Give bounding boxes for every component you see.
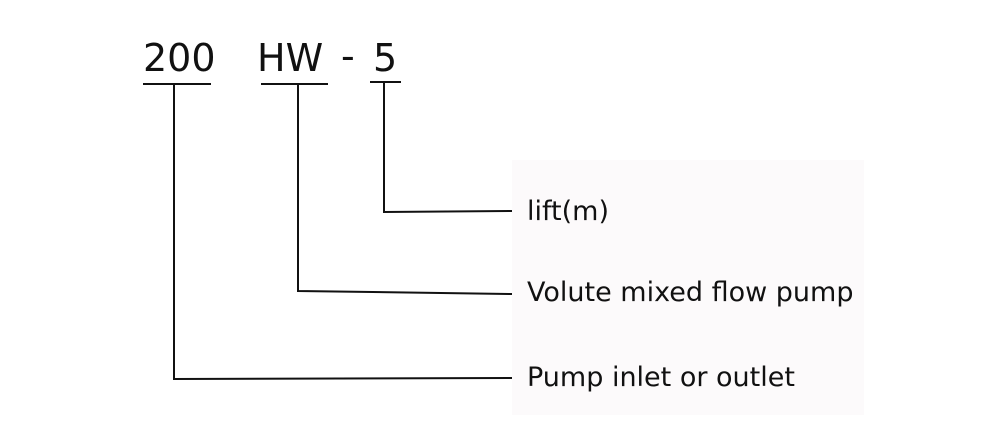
model-code-separator: - — [341, 34, 355, 78]
label-volute-pump: Volute mixed flow pump — [527, 277, 854, 308]
label-pump-inlet: Pump inlet or outlet — [527, 362, 795, 393]
model-code-size: 200 — [143, 36, 216, 80]
leader-line-inlet — [173, 84, 513, 381]
leader-line-volute — [297, 84, 513, 295]
leader-line-lift — [383, 82, 513, 214]
label-lift: lift(m) — [527, 196, 609, 227]
model-code-type: HW — [257, 36, 324, 80]
label-panel-background — [512, 160, 864, 415]
model-code-lift: 5 — [373, 36, 398, 80]
